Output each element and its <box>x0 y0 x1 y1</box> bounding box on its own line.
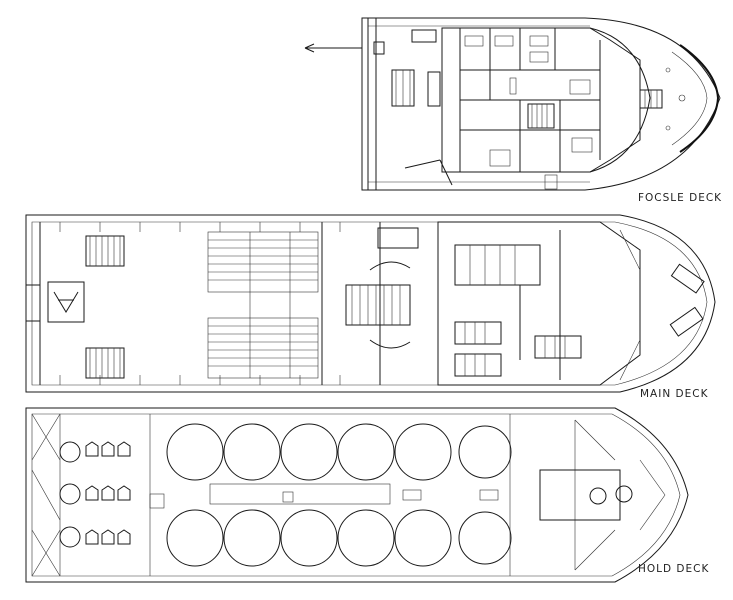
generator-3 <box>534 335 582 359</box>
generator-1 <box>454 321 502 345</box>
hold-deck-label: HOLD DECK <box>638 563 709 575</box>
focsle-hull-outline <box>361 17 721 191</box>
thruster-port <box>59 441 81 463</box>
main-deck-label: MAIN DECK <box>640 388 709 400</box>
main-rail-stanchions <box>59 222 341 385</box>
hold-deck-plan: HOLD DECK <box>25 407 709 583</box>
focsle-bow-bulwark <box>679 44 720 153</box>
generator-2 <box>454 353 502 377</box>
stern-roller <box>47 281 85 323</box>
cargo-tanks <box>166 423 512 567</box>
thruster-center <box>59 483 81 505</box>
hold-hull-outline <box>25 407 689 583</box>
towing-winch <box>345 284 411 326</box>
focsle-deck-plan: FOCSLE DECK <box>304 17 722 204</box>
focsle-deck-label: FOCSLE DECK <box>638 192 722 204</box>
thruster-starboard <box>59 526 81 548</box>
main-deck-plan: MAIN DECK <box>25 214 716 400</box>
deck-sheathing <box>207 231 319 379</box>
main-hull-outline <box>25 214 716 393</box>
pump-room <box>539 469 621 521</box>
